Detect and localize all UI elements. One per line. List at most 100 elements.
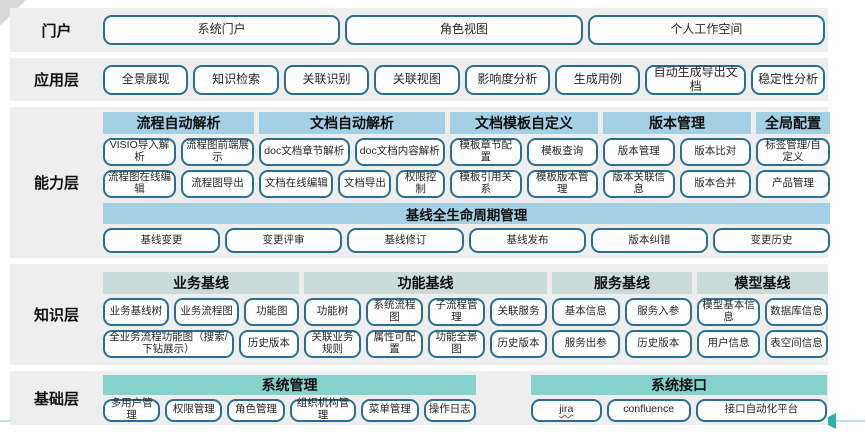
- group-header: 流程自动解析: [103, 112, 254, 134]
- baseline-header: 基线全生命周期管理: [103, 203, 830, 224]
- group-header: 业务基线: [103, 271, 299, 294]
- diagram-box[interactable]: 变更评审: [225, 228, 342, 253]
- diagram-box[interactable]: 文档在线编辑: [259, 170, 334, 198]
- diagram-box[interactable]: 属性可配置: [366, 329, 423, 358]
- diagram-box[interactable]: 业务流程图: [173, 297, 240, 326]
- diagram-box[interactable]: 版本合并: [679, 170, 751, 198]
- diagram-box[interactable]: 子流程管理: [428, 297, 485, 326]
- layer-band-portal: 门户 系统门户 角色视图 个人工作空间: [10, 8, 828, 52]
- diagram-box[interactable]: 流程图前端展示: [181, 138, 254, 166]
- diagram-box[interactable]: 模板查询: [526, 138, 598, 166]
- diagram-box[interactable]: 关联服务: [490, 297, 547, 326]
- diagram-box[interactable]: 历史版本: [490, 329, 547, 358]
- foundation-group: 系统接口 jira confluence 接口自动化平台: [531, 374, 827, 422]
- diagram-box[interactable]: 版本纠错: [591, 228, 708, 253]
- diagram-box[interactable]: 功能树: [304, 297, 361, 326]
- diagram-box[interactable]: 版本管理: [603, 138, 675, 166]
- diagram-box[interactable]: 版本关联信息: [603, 170, 675, 198]
- diagram-box[interactable]: 历史版本: [238, 329, 299, 358]
- diagram-box[interactable]: 角色管理: [227, 398, 285, 422]
- group-header: 文档自动解析: [259, 112, 445, 134]
- diagram-box[interactable]: 版本比对: [679, 138, 751, 166]
- group-header: 系统接口: [531, 374, 827, 395]
- diagram-box[interactable]: 模板章节配置: [450, 138, 522, 166]
- diagram-box[interactable]: 组织机构管理: [289, 397, 357, 422]
- diagram-box[interactable]: 数据库信息: [765, 297, 828, 326]
- capability-group: 文档模板自定义 模板章节配置 模板查询 模板引用关系 模板版本管理: [450, 112, 598, 198]
- diagram-box[interactable]: 个人工作空间: [587, 15, 825, 45]
- diagram-box[interactable]: 模板引用关系: [450, 170, 522, 198]
- layer-label: 门户: [41, 22, 72, 40]
- diagram-box[interactable]: 生成用例: [555, 64, 641, 95]
- group-header: 文档模板自定义: [450, 112, 598, 134]
- diagram-box[interactable]: 操作日志: [423, 398, 477, 422]
- diagram-box[interactable]: 用户信息: [697, 329, 760, 358]
- capability-group: 版本管理 版本管理 版本比对 版本关联信息 版本合并: [603, 112, 751, 198]
- diagram-box[interactable]: 标签管理/自定义: [756, 138, 830, 166]
- knowledge-group: 业务基线 业务基线树 业务流程图 功能图 全业务流程功能图（搜索/下钻展示） 历…: [103, 271, 300, 358]
- capability-group: 全局配置 标签管理/自定义 产品管理: [756, 112, 830, 198]
- diagram-box[interactable]: 系统门户: [103, 15, 341, 45]
- diagram-box[interactable]: 历史版本: [624, 329, 692, 358]
- diagram-box[interactable]: 关联识别: [283, 64, 370, 95]
- diagram-box[interactable]: 菜单管理: [361, 398, 419, 422]
- diagram-box[interactable]: 基线变更: [103, 228, 220, 253]
- layer-band-application: 应用层 全景展现 知识检索 关联识别 关联视图 影响度分析 生成用例 自动生成导…: [10, 58, 828, 101]
- knowledge-group: 服务基线 基本信息 服务入参 服务出参 历史版本: [552, 271, 692, 358]
- diagram-box[interactable]: doc文档章节解析: [259, 138, 350, 166]
- diagram-box[interactable]: 变更历史: [713, 228, 830, 253]
- knowledge-group: 模型基线 模型基本信息 数据库信息 用户信息 表空间信息: [697, 271, 828, 358]
- diagram-box[interactable]: 模型基本信息: [697, 297, 760, 326]
- diagram-box[interactable]: 基线修订: [347, 228, 464, 253]
- diagram-box[interactable]: 文档导出: [338, 170, 392, 198]
- group-header: 系统管理: [103, 374, 476, 395]
- group-header: 服务基线: [552, 271, 692, 294]
- diagram-box[interactable]: 基线发布: [469, 228, 586, 253]
- diagram-box[interactable]: 权限控制: [396, 170, 445, 198]
- diagram-box[interactable]: VISIO导入解析: [103, 138, 176, 166]
- diagram-box[interactable]: 服务出参: [552, 329, 620, 358]
- diagram-box[interactable]: 功能图: [244, 297, 300, 326]
- diagram-box[interactable]: 接口自动化平台: [695, 398, 827, 422]
- capability-group: 流程自动解析 VISIO导入解析 流程图前端展示 流程图在线编辑 流程图导出: [103, 112, 254, 198]
- layer-band-capability: 能力层 流程自动解析 VISIO导入解析 流程图前端展示 流程图在线编辑 流程图…: [10, 107, 830, 258]
- diagram-box[interactable]: 业务基线树: [103, 297, 169, 326]
- group-header: 模型基线: [697, 271, 828, 294]
- diagram-box[interactable]: 知识检索: [193, 64, 279, 95]
- diagram-box[interactable]: 关联业务规则: [304, 329, 361, 358]
- diagram-box[interactable]: 影响度分析: [464, 64, 551, 95]
- diagram-box[interactable]: 全业务流程功能图（搜索/下钻展示）: [103, 329, 234, 358]
- diagram-box[interactable]: 多用户管理: [103, 397, 161, 422]
- group-header: 功能基线: [304, 271, 547, 294]
- group-header: 版本管理: [603, 112, 751, 134]
- diagram-box[interactable]: 产品管理: [756, 170, 830, 198]
- diagram-box[interactable]: 流程图在线编辑: [103, 170, 176, 198]
- diagram-box[interactable]: 表空间信息: [765, 329, 828, 358]
- diagram-box[interactable]: 功能全景图: [428, 329, 485, 358]
- diagram-box[interactable]: 自动生成导出文档: [645, 64, 746, 95]
- diagram-box[interactable]: 全景展现: [103, 64, 189, 95]
- group-header: 全局配置: [756, 112, 830, 134]
- diagram-box[interactable]: 稳定性分析: [750, 64, 826, 95]
- diagram-box[interactable]: doc文档内容解析: [354, 138, 445, 166]
- jira-label: jira: [559, 403, 574, 416]
- diagram-box[interactable]: jira: [531, 398, 602, 422]
- diagram-box[interactable]: 模板版本管理: [526, 170, 598, 198]
- layer-label: 能力层: [33, 175, 79, 192]
- diagram-box[interactable]: 基本信息: [552, 297, 620, 326]
- diagram-box[interactable]: 权限管理: [165, 398, 223, 422]
- capability-group: 文档自动解析 doc文档章节解析 doc文档内容解析 文档在线编辑 文档导出 权…: [259, 112, 445, 198]
- diagram-box[interactable]: 关联视图: [374, 64, 460, 95]
- diagram-box[interactable]: 流程图导出: [181, 170, 254, 198]
- diagram-box[interactable]: 服务入参: [624, 297, 692, 326]
- layer-band-knowledge: 知识层 业务基线 业务基线树 业务流程图 功能图 全业务流程功能图（搜索/下钻展…: [10, 264, 828, 365]
- layer-band-foundation: 基础层 系统管理 多用户管理 权限管理 角色管理 组织机构管理 菜单管理 操作日…: [10, 371, 828, 425]
- diagram-box[interactable]: confluence: [606, 398, 691, 422]
- layer-label: 基础层: [33, 390, 79, 408]
- diagram-box[interactable]: 系统流程图: [366, 297, 423, 326]
- foundation-group: 系统管理 多用户管理 权限管理 角色管理 组织机构管理 菜单管理 操作日志: [103, 374, 477, 422]
- layer-label: 知识层: [33, 307, 79, 324]
- knowledge-group: 功能基线 功能树 系统流程图 子流程管理 关联服务 关联业务规则 属性可配置 功…: [304, 271, 547, 358]
- layer-label: 应用层: [33, 72, 79, 89]
- diagram-box[interactable]: 角色视图: [345, 15, 583, 45]
